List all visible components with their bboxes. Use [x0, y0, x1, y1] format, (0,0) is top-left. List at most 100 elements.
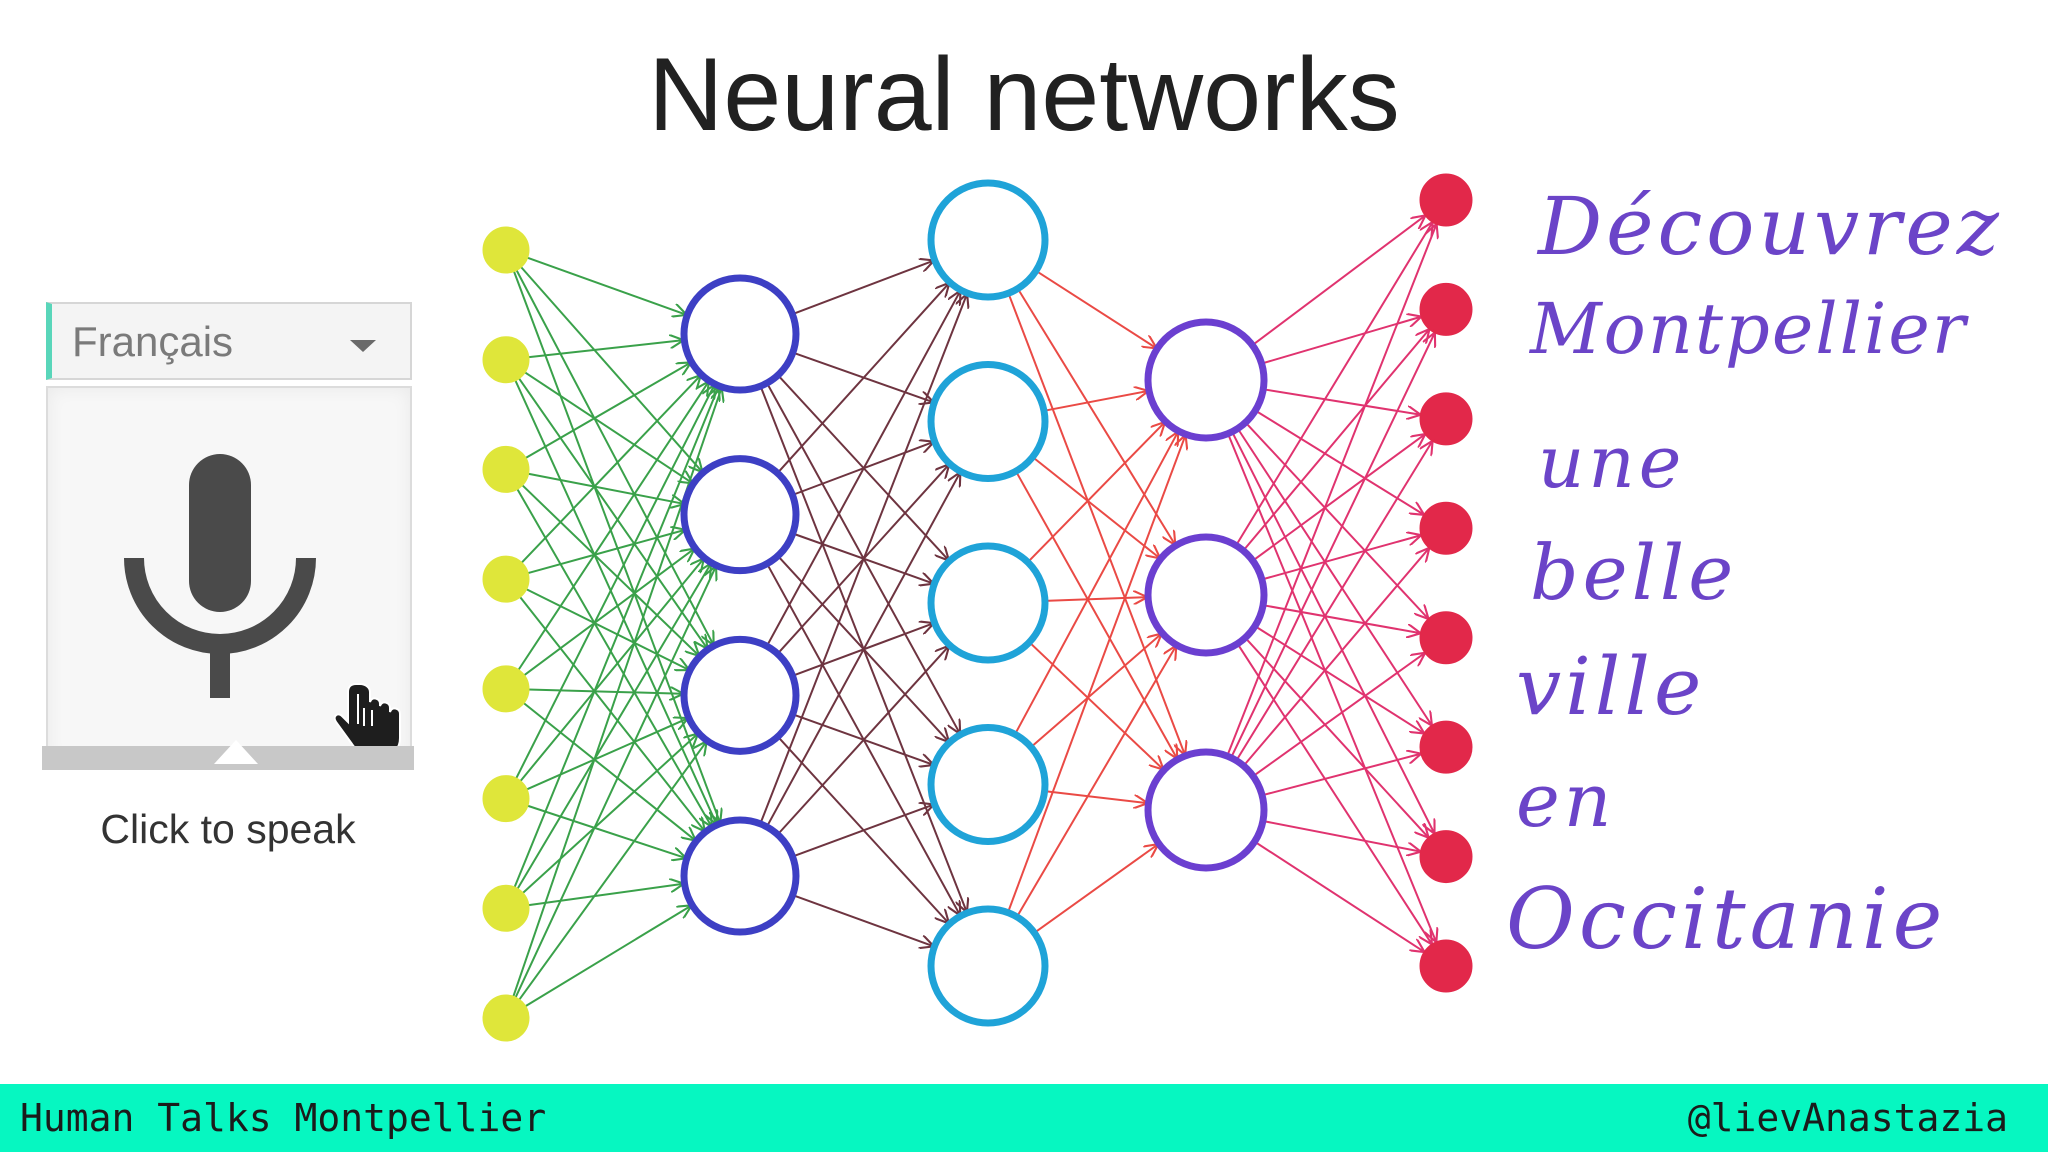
network-node	[927, 905, 1049, 1027]
network-edge	[1254, 409, 1423, 515]
chevron-down-icon	[350, 340, 376, 352]
network-edge	[518, 595, 705, 830]
network-node	[680, 274, 800, 394]
network-edge	[525, 719, 687, 791]
network-edge	[525, 588, 688, 670]
network-edge	[792, 351, 933, 402]
network-node	[680, 816, 800, 936]
network-edge	[1014, 433, 1178, 735]
network-edge	[518, 742, 706, 1001]
network-edge	[519, 559, 703, 783]
network-edge	[1236, 427, 1432, 725]
network-edge	[1028, 641, 1162, 769]
network-node	[482, 336, 530, 384]
network-edge	[1227, 433, 1436, 941]
network-node	[1144, 533, 1268, 657]
handwritten-word-2: Montpellier	[1530, 288, 1968, 370]
network-edge	[524, 906, 691, 1008]
language-select[interactable]: Français	[46, 302, 412, 380]
network-edge	[1226, 225, 1436, 757]
network-edge	[759, 295, 966, 825]
nodes-layer-3	[927, 179, 1049, 1027]
network-node	[927, 179, 1049, 301]
network-node	[482, 665, 530, 713]
network-edge	[1016, 288, 1175, 544]
network-edge	[1252, 435, 1424, 562]
network-edge	[522, 701, 695, 840]
network-edge	[1235, 223, 1432, 546]
handwritten-word-3: une	[1538, 420, 1686, 504]
nodes-layer-1	[482, 226, 530, 1042]
network-edge	[517, 382, 708, 672]
network-edge	[1235, 442, 1432, 762]
network-node	[680, 455, 800, 575]
network-edge	[1254, 625, 1423, 733]
edges-layer-3	[1006, 269, 1185, 934]
network-node	[1419, 720, 1473, 774]
network-edge	[1262, 604, 1419, 633]
network-edge	[523, 371, 691, 483]
network-edge	[516, 565, 710, 890]
network-edge	[526, 256, 686, 314]
network-edge	[1231, 431, 1434, 833]
network-edge	[527, 472, 684, 504]
language-select-value: Français	[72, 318, 234, 365]
network-edge	[1263, 388, 1419, 414]
network-edge	[1251, 216, 1424, 347]
network-node	[1419, 392, 1473, 446]
network-edge	[776, 647, 949, 836]
network-edge	[1262, 820, 1420, 851]
network-edge	[1031, 456, 1160, 558]
network-edge	[515, 269, 713, 645]
network-edge	[514, 379, 716, 823]
voice-input-widget: Français Click to speak	[42, 302, 414, 862]
network-edge	[792, 894, 933, 946]
network-edge	[1016, 647, 1176, 918]
network-edge	[1261, 754, 1420, 797]
network-node	[680, 635, 800, 755]
network-node	[1419, 611, 1473, 665]
network-node	[482, 775, 530, 823]
network-edge	[1027, 423, 1164, 563]
footer-author-handle: @lievAnastazia	[1687, 1096, 2008, 1140]
nodes-layer-4	[1144, 318, 1268, 872]
nodes-layer-5	[1419, 173, 1473, 993]
network-edge	[1044, 790, 1147, 803]
network-edge	[513, 388, 718, 889]
network-node	[1419, 939, 1473, 993]
network-edge	[776, 284, 949, 474]
network-node	[927, 724, 1049, 845]
network-node	[482, 445, 530, 493]
network-node	[1419, 830, 1473, 884]
network-edge	[527, 884, 683, 907]
network-edge	[1254, 840, 1424, 952]
network-edge	[1242, 330, 1428, 552]
handwritten-word-1: Découvrez	[1538, 180, 2003, 273]
handwritten-word-7: Occitanie	[1506, 870, 1947, 968]
microphone-icon	[124, 454, 316, 698]
widget-notch	[214, 740, 258, 764]
network-edge	[517, 377, 707, 648]
nodes-layer-2	[680, 274, 800, 936]
network-node	[1144, 748, 1268, 872]
network-edge	[1252, 654, 1424, 778]
network-edge	[1261, 317, 1421, 365]
network-edge	[524, 363, 690, 460]
network-edge	[1244, 637, 1428, 837]
handwritten-word-5: ville	[1516, 640, 1706, 733]
network-edge	[1261, 536, 1420, 581]
network-edge	[1006, 436, 1185, 913]
network-node	[482, 226, 530, 274]
network-edge	[520, 376, 700, 564]
network-node	[927, 542, 1049, 664]
footer-event-name: Human Talks Montpellier	[20, 1096, 547, 1140]
network-edge	[516, 488, 711, 826]
handwritten-word-6: en	[1516, 758, 1616, 844]
speak-button[interactable]	[46, 386, 412, 766]
network-node	[482, 884, 530, 932]
network-edge	[792, 713, 933, 764]
network-edge	[792, 532, 933, 584]
network-node	[1419, 173, 1473, 227]
network-edge	[792, 805, 933, 858]
